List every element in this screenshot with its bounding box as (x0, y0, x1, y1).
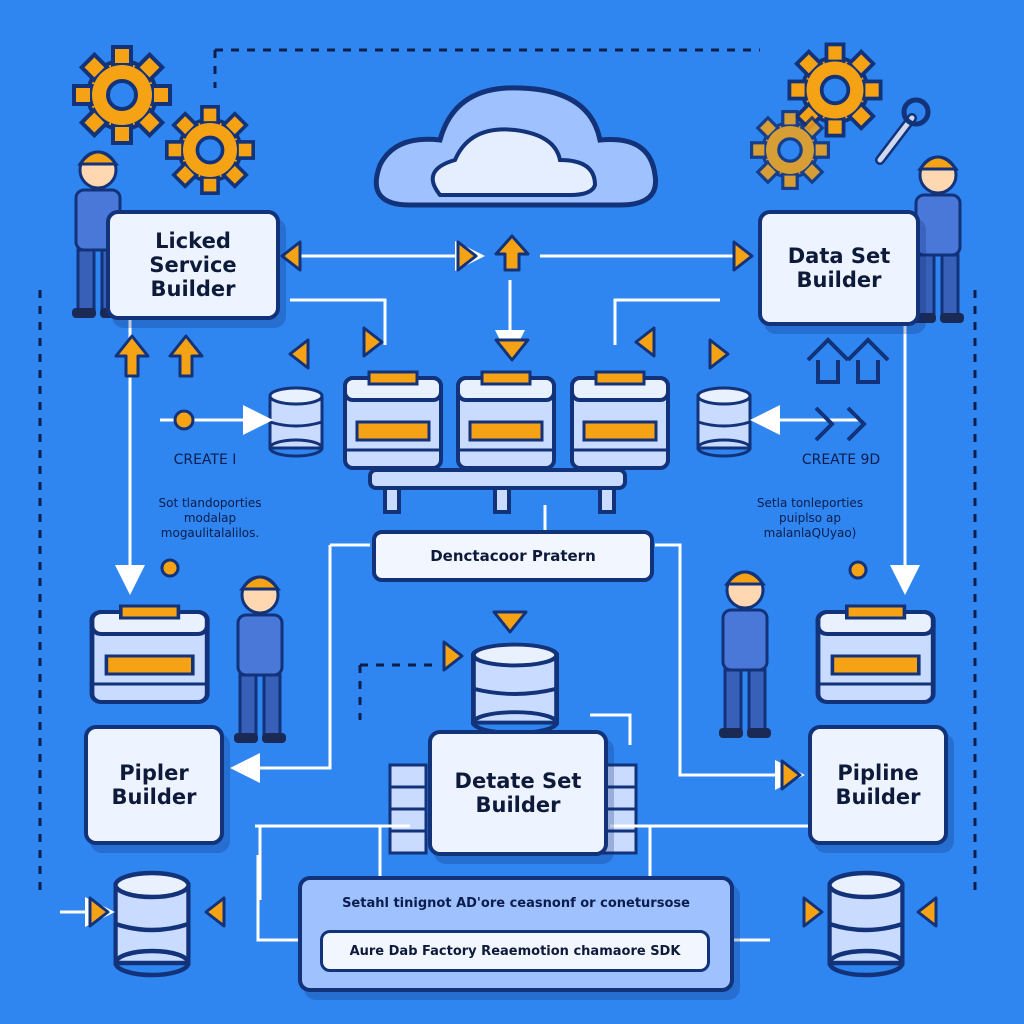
note-right: Setla tonleporties puiplso ap malanlaQUy… (720, 496, 900, 541)
worker-person-icon (717, 570, 773, 740)
box-subtitle: Builder (835, 785, 921, 809)
server-rack-icon (818, 606, 933, 702)
note-line: modalap (183, 511, 237, 525)
create-label-right: CREATE 9D (801, 452, 881, 468)
database-icon (473, 645, 556, 733)
database-icon (268, 386, 324, 458)
note-line: mogaulitalalilos. (160, 526, 260, 540)
box-title: Licked Service (149, 228, 237, 277)
box-title: Detate Set (454, 768, 582, 793)
upload-arrow-icons (806, 337, 890, 442)
note-line: malanlaQUyao) (763, 526, 857, 540)
worker-person-icon (232, 575, 288, 745)
box-subtitle: Builder (150, 277, 236, 302)
pattern-pill: Denctacoor Pratern (372, 530, 654, 582)
gear-icon (787, 42, 883, 138)
pipline-builder-box: Pipline Builder (808, 725, 948, 845)
note-line: Sot tlandoporties (158, 496, 262, 510)
arrow-icons (88, 234, 938, 928)
database-icon (830, 873, 903, 975)
box-title: Data Set (787, 243, 891, 268)
footer-panel: Setahl tinignot AD'ore ceasnonf or conet… (298, 876, 734, 992)
box-title: Pipline (837, 760, 919, 785)
note-left: Sot tlandoporties modalap mogaulitalalil… (120, 496, 300, 541)
cloud-icon (373, 85, 659, 208)
box-subtitle: Builder (111, 785, 197, 809)
gear-icon (165, 104, 255, 195)
sdk-pill: Aure Dab Factory Reaemotion chamaore SDK (320, 930, 710, 972)
server-rack-icon (456, 370, 556, 470)
wrench-icon (875, 97, 931, 165)
create-label-left: CREATE I (173, 452, 237, 468)
data-set-builder-box: Data Set Builder (758, 210, 920, 326)
token-icon (160, 558, 180, 578)
pipler-builder-box: Pipler Builder (84, 725, 224, 845)
database-icon (696, 386, 752, 458)
gear-icon (72, 45, 172, 145)
server-rack-icon (92, 606, 207, 702)
server-rack-icon (343, 370, 443, 470)
box-subtitle: Builder (475, 793, 561, 817)
footer-description: Setahl tinignot AD'ore ceasnonf or conet… (342, 896, 690, 911)
token-icon (848, 560, 868, 580)
note-line: Setla tonleporties (756, 496, 864, 510)
database-icon (116, 873, 189, 975)
server-rack-icon (570, 370, 670, 470)
dashed-frame (38, 48, 977, 890)
box-subtitle: Builder (796, 268, 882, 292)
token-icon (173, 409, 195, 431)
box-title: Pipler (119, 760, 189, 785)
server-base (368, 468, 627, 514)
detate-set-builder-box: Detate Set Builder (428, 730, 608, 856)
note-line: puiplso ap (779, 511, 841, 525)
linked-service-builder-box: Licked Service Builder (106, 210, 280, 320)
